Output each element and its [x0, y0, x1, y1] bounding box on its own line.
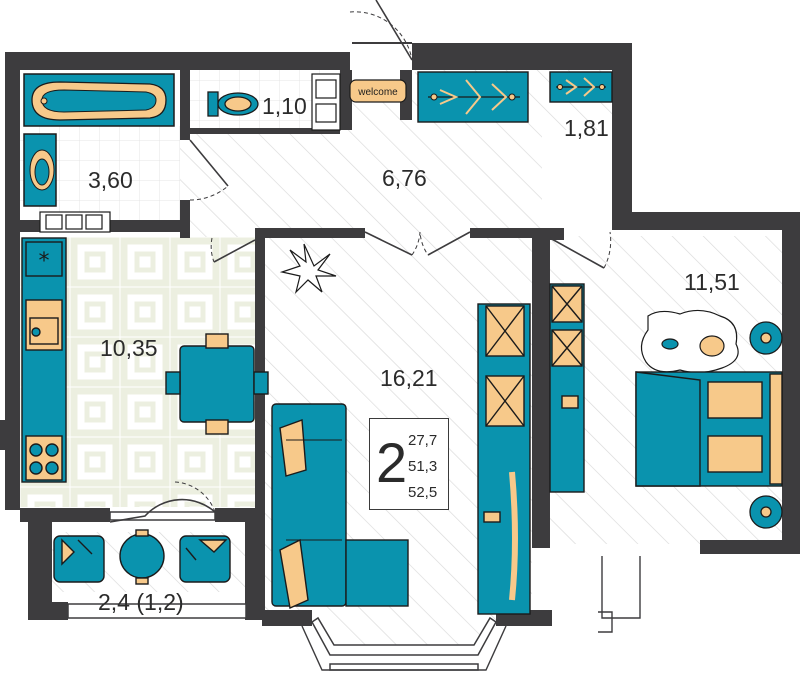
- plant: [279, 243, 337, 294]
- washing-machine: [39, 211, 111, 233]
- rug: [640, 309, 739, 374]
- bathroom-door: [189, 139, 229, 187]
- bedroom-cabinet: [549, 283, 585, 493]
- balcony-door: [109, 498, 216, 523]
- bathroom-area-label: 3,60: [88, 167, 133, 193]
- kitchen-area-label: 10,35: [100, 335, 158, 361]
- room-count: 2: [376, 431, 408, 494]
- doormat: welcome: [349, 79, 407, 103]
- dining-set: [165, 333, 269, 435]
- entrance-door: [375, 0, 413, 61]
- total-with-balcony-value: 52,5: [408, 484, 438, 501]
- sink: [23, 133, 57, 207]
- bathtub: [23, 73, 175, 127]
- windows: [67, 511, 497, 671]
- svg-text:*: *: [39, 249, 50, 274]
- bedroom-door: [549, 237, 605, 269]
- balcony-area-label: 2,4 (1,2): [98, 589, 184, 615]
- total-area-value: 51,3: [408, 458, 438, 475]
- toilet: [207, 91, 259, 117]
- balcony-furniture: [53, 529, 231, 585]
- living-room-area-label: 16,21: [380, 365, 438, 391]
- kitchen-door: [213, 239, 256, 263]
- living-cabinet: [477, 303, 531, 615]
- doors: [109, 0, 612, 523]
- hallway-area-label: 6,76: [382, 165, 427, 191]
- bay-outline: [301, 556, 641, 671]
- bedroom-area-label: 11,51: [684, 269, 740, 295]
- wardrobe-area-label: 1,81: [564, 115, 609, 141]
- kitchen-counter: *: [21, 237, 67, 483]
- living-door-left: [364, 231, 413, 256]
- toilet-cabinet: [311, 73, 341, 131]
- wardrobe-left: [417, 71, 529, 123]
- doormat-text: welcome: [357, 87, 398, 98]
- wardrobe-right: [549, 71, 613, 103]
- living-door-right: [427, 231, 471, 256]
- living-area-value: 27,7: [408, 432, 438, 449]
- bedside-lamps: [749, 321, 783, 529]
- sofa: [271, 403, 409, 610]
- room-labels: 3,60 1,10 6,76 1,81 11,51 10,35 16,21 2,…: [88, 93, 740, 615]
- walls: [0, 43, 800, 626]
- toilet-area-label: 1,10: [262, 93, 307, 119]
- bed: [635, 371, 783, 487]
- apartment-summary: 2 27,7 51,3 52,5: [369, 418, 449, 510]
